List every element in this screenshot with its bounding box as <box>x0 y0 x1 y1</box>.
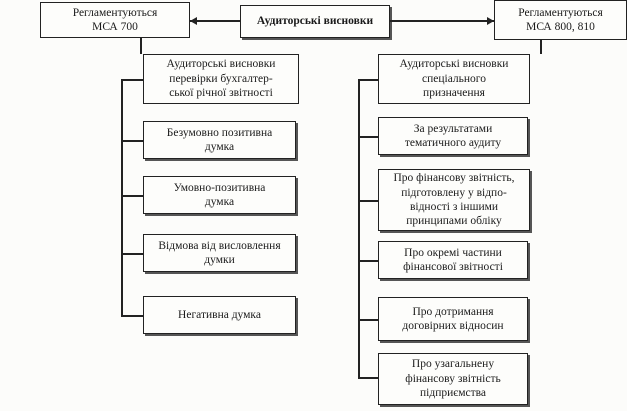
arrow-to-right-regulation <box>487 17 494 25</box>
right-item-thematic-text: За результатами тематичного аудиту <box>404 122 502 149</box>
left-item-qualified-text: Умовно-позитивна думка <box>173 181 266 208</box>
right-regulation-text: Регламентуються МСА 800, 810 <box>518 6 603 33</box>
right-branch-title-text: Аудиторські висновки спеціального призна… <box>399 58 509 100</box>
right-item-0-link <box>358 136 378 138</box>
right-item-summary-box: Про узагальнену фінансову звітність підп… <box>378 353 528 405</box>
right-item-2-link <box>358 260 378 262</box>
right-item-other-principles-box: Про фінансову звітність, підготовлену у … <box>378 169 530 231</box>
root-node-box: Аудиторські висновки <box>240 5 390 38</box>
right-item-contracts-text: Про дотримання договірних відносин <box>402 305 504 332</box>
left-item-adverse-text: Негативна думка <box>178 308 261 321</box>
right-branch-title-box: Аудиторські висновки спеціального призна… <box>378 54 530 104</box>
right-item-3-link <box>358 319 378 321</box>
left-branch-title-box: Аудиторські висновки перевірки бухгалтер… <box>143 54 299 104</box>
left-branch-spine <box>121 79 123 315</box>
connector-left-regulation-down <box>140 38 142 54</box>
right-item-contracts-box: Про дотримання договірних відносин <box>378 297 528 341</box>
left-item-qualified-box: Умовно-позитивна думка <box>143 176 296 214</box>
connector-right-regulation-down <box>540 40 542 54</box>
connector-root-left <box>190 20 240 22</box>
right-item-parts-box: Про окремі частини фінансової звітності <box>378 241 528 279</box>
left-branch-title-text: Аудиторські висновки перевірки бухгалтер… <box>166 58 276 100</box>
right-branch-title-link <box>358 79 378 81</box>
left-item-adverse-box: Негативна думка <box>143 296 296 334</box>
right-item-other-principles-text: Про фінансову звітність, підготовлену у … <box>393 172 515 228</box>
right-regulation-box: Регламентуються МСА 800, 810 <box>494 0 627 40</box>
left-item-0-link <box>121 140 143 142</box>
root-node-text: Аудиторські висновки <box>256 15 374 28</box>
left-item-3-link <box>121 315 143 317</box>
left-item-unqualified-text: Безумовно позитивна думка <box>166 126 273 153</box>
left-regulation-box: Регламентуються МСА 700 <box>40 2 190 38</box>
left-item-1-link <box>121 195 143 197</box>
left-regulation-text: Регламентуються МСА 700 <box>72 6 158 33</box>
left-item-2-link <box>121 253 143 255</box>
right-item-4-link <box>358 377 378 379</box>
connector-root-right <box>390 20 494 22</box>
left-branch-title-link <box>121 79 143 81</box>
left-item-disclaimer-text: Відмова від висловлення думки <box>158 239 281 266</box>
left-item-unqualified-box: Безумовно позитивна думка <box>143 121 296 159</box>
arrow-to-left-regulation <box>190 17 197 25</box>
right-branch-spine <box>358 79 360 377</box>
right-item-summary-text: Про узагальнену фінансову звітність підп… <box>405 358 501 400</box>
right-item-thematic-box: За результатами тематичного аудиту <box>378 117 528 155</box>
right-item-1-link <box>358 200 378 202</box>
left-item-disclaimer-box: Відмова від висловлення думки <box>143 234 296 272</box>
right-item-parts-text: Про окремі частини фінансової звітності <box>403 246 503 273</box>
